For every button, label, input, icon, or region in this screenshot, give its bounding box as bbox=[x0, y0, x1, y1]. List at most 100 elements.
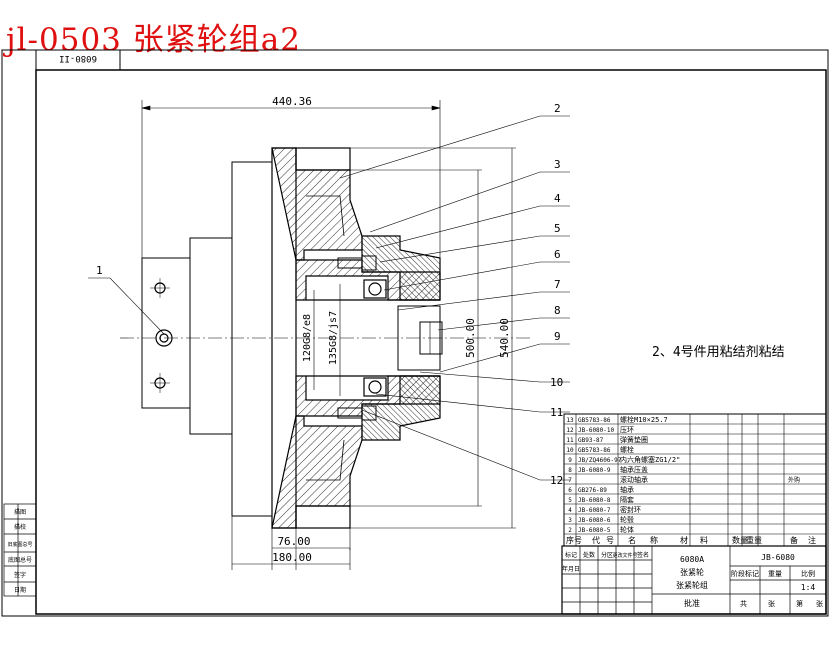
dim-seat: 135G8/js7 bbox=[328, 311, 339, 365]
bom-cell: GB93-87 bbox=[578, 437, 604, 444]
balloon-12: 12 bbox=[550, 474, 563, 487]
bom-header-cell: 材 bbox=[680, 535, 688, 545]
balloon-1: 1 bbox=[96, 264, 103, 277]
svg-text:旧底图总号: 旧底图总号 bbox=[7, 541, 32, 548]
svg-text:签字: 签字 bbox=[14, 571, 26, 579]
assembly-view bbox=[120, 147, 530, 529]
bom-cell: 7 bbox=[568, 477, 572, 484]
bom-cell: JB-6080-6 bbox=[578, 517, 611, 524]
bom-header-cell: 数量 bbox=[732, 535, 748, 545]
bom-cell: 轮体 bbox=[620, 525, 634, 534]
svg-text:年月日: 年月日 bbox=[562, 565, 580, 573]
title-drawing-no: JB-6080 bbox=[761, 553, 795, 562]
drawing-code: 6080-II bbox=[59, 53, 97, 63]
bom-header-cell: 号 bbox=[606, 536, 614, 545]
svg-text:更改文件号: 更改文件号 bbox=[612, 552, 637, 559]
bom-cell: 外购 bbox=[788, 476, 800, 484]
bom-cell: GB5783-86 bbox=[578, 417, 611, 424]
balloon-8: 8 bbox=[554, 304, 561, 317]
title-scale: 1:4 bbox=[801, 583, 816, 592]
balloon-11: 11 bbox=[550, 406, 563, 419]
title-sheet-total-unit: 张 bbox=[768, 599, 775, 608]
bom-cell: 13 bbox=[566, 417, 574, 424]
title-stage-label: 阶段标记 bbox=[731, 569, 759, 578]
bom-cell: JB-6080-5 bbox=[578, 527, 611, 534]
balloon-2: 2 bbox=[554, 102, 561, 115]
balloon-4: 4 bbox=[554, 192, 561, 205]
balloon-6: 6 bbox=[554, 248, 561, 261]
bom-cell: JB-6080-8 bbox=[578, 497, 611, 504]
dim-total-width: 180.00 bbox=[272, 551, 312, 564]
bom-cell: 9 bbox=[568, 457, 572, 464]
bom-cell: 8 bbox=[568, 467, 572, 474]
bom-cell: 6 bbox=[568, 487, 572, 494]
leader-lines bbox=[88, 115, 570, 481]
bom-cell: JB-6080-9 bbox=[578, 467, 611, 474]
bom-cell: 压环 bbox=[620, 426, 634, 434]
dim-hub-width: 76.00 bbox=[277, 535, 310, 548]
dimension-lines bbox=[141, 100, 516, 570]
bom-header-cell: 备 bbox=[790, 535, 798, 545]
svg-text:底图总号: 底图总号 bbox=[8, 556, 32, 564]
inner-frame bbox=[35, 69, 827, 615]
svg-text:分区: 分区 bbox=[601, 551, 613, 559]
title-block bbox=[561, 545, 827, 615]
side-block-labels: 描图 描校 旧底图总号 底图总号 签字 日期 bbox=[7, 508, 32, 594]
svg-text:描图: 描图 bbox=[14, 508, 26, 516]
bom-cell: JB/ZQ4606-97 bbox=[578, 457, 622, 464]
bom-cell: 3 bbox=[568, 517, 572, 524]
balloon-7: 7 bbox=[554, 278, 561, 291]
title-center-top: 6080A bbox=[680, 555, 704, 564]
bom-header-cell: 序号 bbox=[566, 535, 582, 545]
title-approval: 批准 bbox=[684, 598, 700, 608]
svg-text:标记: 标记 bbox=[565, 551, 577, 559]
bom-cell: 螺栓 bbox=[620, 445, 634, 454]
svg-text:描校: 描校 bbox=[14, 523, 26, 531]
drawing-title: jl-0503 张紧轮组a2 bbox=[6, 22, 301, 58]
title-weight-label: 重量 bbox=[768, 570, 782, 578]
bom-cell: JB-6080-10 bbox=[578, 427, 615, 434]
title-scale-label: 比例 bbox=[801, 569, 815, 578]
bom-cell: JB-6080-7 bbox=[578, 507, 611, 514]
bom-cell: 12 bbox=[566, 427, 574, 434]
bom-cell: 轮毂 bbox=[620, 515, 634, 524]
bom-header-cell: 注 bbox=[808, 535, 816, 545]
dim-bore: 120G8/e8 bbox=[302, 314, 313, 362]
bom-header-cell: 料 bbox=[700, 535, 708, 545]
bom-cell: 内六角螺塞ZG1/2" bbox=[620, 455, 680, 464]
bom-cell: 密封环 bbox=[620, 505, 641, 514]
side-block bbox=[3, 503, 37, 597]
balloon-10: 10 bbox=[550, 376, 563, 389]
balloon-9: 9 bbox=[554, 330, 561, 343]
bom-header-cell: 重量 bbox=[746, 535, 762, 545]
bom-cell: 滚动轴承 bbox=[620, 475, 648, 484]
bom-cell: 5 bbox=[568, 497, 572, 504]
svg-text:处数: 处数 bbox=[583, 551, 595, 559]
technical-note: 2、4号件用粘结剂粘结 bbox=[652, 345, 785, 360]
bom-cell: 11 bbox=[566, 437, 574, 444]
bom-cell: 10 bbox=[566, 447, 574, 454]
balloon-5: 5 bbox=[554, 222, 561, 235]
dim-flange: 500.00 bbox=[464, 318, 477, 358]
code-box bbox=[35, 49, 121, 71]
title-sheet-no-unit: 张 bbox=[816, 599, 823, 608]
bom-header-cell: 名 bbox=[628, 535, 636, 545]
bom-header-cell: 代 bbox=[592, 535, 600, 545]
title-center-bottom: 张紧轮组 bbox=[676, 580, 708, 590]
title-sheet-no: 第 bbox=[796, 599, 803, 608]
bom-cell: 2 bbox=[568, 527, 572, 534]
bom-cell: 螺栓M10×25.7 bbox=[620, 415, 668, 424]
outer-frame bbox=[1, 49, 829, 617]
bom-cell: 轴承压盖 bbox=[620, 465, 648, 474]
balloon-3: 3 bbox=[554, 158, 561, 171]
bom-cell: 弹簧垫圈 bbox=[620, 435, 648, 444]
bom-header-cell: 称 bbox=[650, 535, 658, 545]
title-sheet-total: 共 bbox=[740, 599, 747, 608]
bom-cell: GB276-89 bbox=[578, 487, 607, 494]
bom-cell: GB5783-86 bbox=[578, 447, 611, 454]
title-left-labels: 标记 处数 分区 更改文件号 签名 年月日 bbox=[562, 551, 649, 573]
bom-cell: 4 bbox=[568, 507, 572, 514]
bom-cell: 隔套 bbox=[620, 495, 634, 504]
bom-cell: 轴承 bbox=[620, 485, 634, 494]
